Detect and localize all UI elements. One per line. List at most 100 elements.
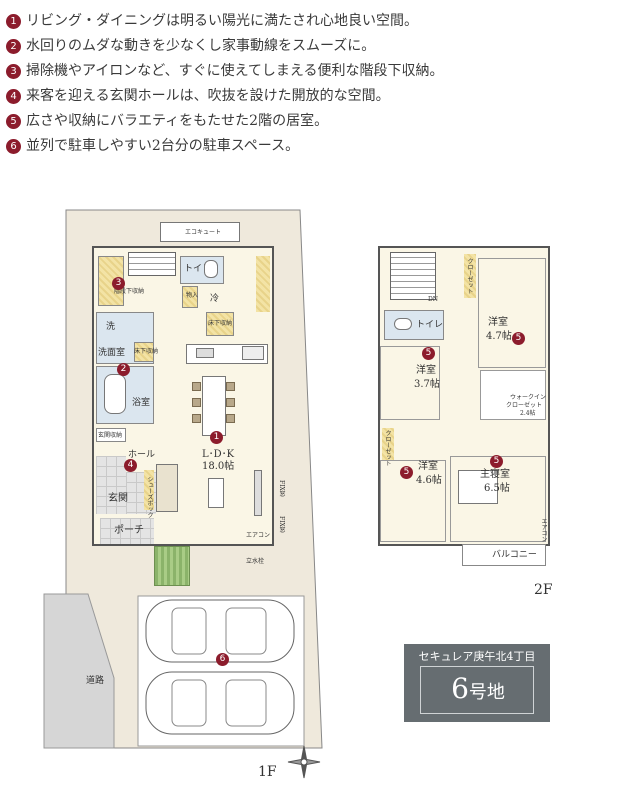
- lot-suffix: 号地: [468, 682, 505, 703]
- lot-number-display: 6号地: [421, 672, 535, 710]
- feature-point-6: 6 並列で駐車しやすい2台分の駐車スペース。: [6, 137, 299, 155]
- point-text-5: 広さや収納にバラエティをもたせた2階の居室。: [26, 113, 329, 129]
- walkin-label: ウォークイン: [510, 394, 547, 401]
- lot-info-box: セキュレア庚午北4丁目 6号地: [404, 644, 550, 722]
- stairs-1f: [128, 252, 176, 276]
- walkin-size: 2.4帖: [520, 410, 536, 417]
- feature-point-1: 1 リビング・ダイニングは明るい陽光に満たされ心地良い空間。: [6, 12, 418, 30]
- car-icon-2: [145, 671, 295, 735]
- balcony: [462, 544, 546, 566]
- closet-label-1: クローゼット: [466, 258, 473, 294]
- marker-5: 5: [512, 332, 525, 345]
- point-number-2: 2: [6, 39, 21, 54]
- room-ne-size: 4.7帖: [486, 331, 512, 342]
- chair-icon: [192, 414, 201, 423]
- under-floor-label-1: 床下収納: [208, 320, 233, 327]
- lot-number-frame: 6号地: [420, 666, 534, 714]
- floor-1f-label: 1F: [258, 764, 277, 780]
- hall-label: ホール: [128, 450, 156, 460]
- chair-icon: [226, 398, 235, 407]
- closet-2f-2: [382, 428, 394, 460]
- feature-point-4: 4 来客を迎える玄関ホールは、吹抜を設けた開放的な空間。: [6, 87, 390, 105]
- chair-icon: [226, 414, 235, 423]
- shoe-box: [144, 470, 154, 510]
- floor-2f-label: 2F: [534, 582, 553, 598]
- stove-icon: [242, 346, 264, 360]
- marker-5: 5: [490, 455, 503, 468]
- chair-icon: [192, 398, 201, 407]
- marker-5: 5: [422, 347, 435, 360]
- ecocute-box: エコキュート: [160, 222, 240, 242]
- sink-icon: [196, 348, 214, 358]
- toilet-bowl-icon: [204, 260, 218, 278]
- point-number-4: 4: [6, 89, 21, 104]
- marker-5: 5: [400, 466, 413, 479]
- point-text-6: 並列で駐車しやすい2台分の駐車スペース。: [26, 138, 300, 154]
- walkin-label-2: クローゼット: [506, 402, 543, 409]
- point-number-5: 5: [6, 114, 21, 129]
- point-text-4: 来客を迎える玄関ホールは、吹抜を設けた開放的な空間。: [26, 88, 390, 104]
- marker-4: 4: [124, 459, 137, 472]
- storage-box-label: 物入: [186, 292, 199, 299]
- closet-label-2: クローゼット: [384, 430, 391, 466]
- point-text-1: リビング・ダイニングは明るい陽光に満たされ心地良い空間。: [26, 13, 418, 29]
- shoe-box-label: シューズボックス: [146, 476, 153, 524]
- faucet-label: 立水栓: [246, 558, 265, 565]
- toilet-1f-label: トイレ: [184, 264, 212, 274]
- point-number-3: 3: [6, 64, 21, 79]
- feature-point-2: 2 水回りのムダな動きを少なくし家事動線をスムーズに。: [6, 37, 375, 55]
- wash-label: 洗: [106, 322, 116, 332]
- room-nw-size: 3.7帖: [414, 379, 440, 390]
- feature-point-3: 3 掃除機やアイロンなど、すぐに使えてしまえる便利な階段下収納。: [6, 62, 443, 80]
- room-ne: [478, 258, 546, 368]
- bed-icon: [458, 470, 498, 504]
- compass-icon: [287, 745, 321, 779]
- master-size: 6.5帖: [484, 483, 510, 494]
- room-nw-label: 洋室: [416, 365, 436, 376]
- washroom-label: 洗面室: [98, 348, 126, 358]
- under-floor-storage-2: [134, 342, 154, 362]
- point-number-1: 1: [6, 14, 21, 29]
- marker-2: 2: [117, 363, 130, 376]
- parking-area: [145, 599, 295, 735]
- room-nw: [380, 346, 440, 420]
- hall-floor: [96, 456, 126, 514]
- ldk-label: L･D･K: [202, 449, 235, 460]
- sofa-icon: [156, 464, 178, 512]
- storage-box-1f: [182, 286, 198, 308]
- tv-board: [254, 470, 262, 516]
- porch-label: ポーチ: [114, 525, 144, 536]
- room-ne-label: 洋室: [488, 317, 508, 328]
- ldk-size: 18.0帖: [202, 461, 235, 472]
- point-number-6: 6: [6, 139, 21, 154]
- room-sw: [380, 460, 446, 542]
- room-sw-size: 4.6帖: [416, 475, 442, 486]
- aircon-label-2f: エアコン: [540, 518, 547, 542]
- point-text-2: 水回りのムダな動きを少なくし家事動線をスムーズに。: [26, 38, 376, 54]
- bathtub-icon: [104, 374, 126, 414]
- porch-floor: [100, 518, 154, 544]
- under-floor-label-2: 床下収納: [134, 348, 159, 355]
- marker-3: 3: [112, 277, 125, 290]
- fridge-label: 冷: [210, 294, 220, 304]
- road-label: 道路: [86, 676, 105, 686]
- fix-window-2: FIX窓: [278, 516, 285, 533]
- fix-window-1: FIX窓: [278, 480, 285, 497]
- toilet-2f-label: トイレ: [416, 320, 444, 330]
- aircon-label-1f: エアコン: [246, 532, 271, 539]
- walkin-closet: [480, 370, 546, 420]
- shoe-cloak: [96, 428, 126, 442]
- marker-1: 1: [210, 431, 223, 444]
- room-sw-label: 洋室: [418, 461, 438, 472]
- feature-point-5: 5 広さや収納にバラエティをもたせた2階の居室。: [6, 112, 328, 130]
- low-table: [208, 478, 224, 508]
- garden-planting: [154, 546, 190, 586]
- chair-icon: [226, 382, 235, 391]
- chair-icon: [192, 382, 201, 391]
- dn-label: DN: [428, 296, 439, 303]
- pantry-shelf: [256, 256, 270, 312]
- under-stairs-label: 階段下収納: [114, 288, 145, 295]
- closet-2f-1: [464, 254, 476, 298]
- point-text-3: 掃除機やアイロンなど、すぐに使えてしまえる便利な階段下収納。: [26, 63, 444, 79]
- project-name: セキュレア庚午北4丁目: [418, 650, 536, 663]
